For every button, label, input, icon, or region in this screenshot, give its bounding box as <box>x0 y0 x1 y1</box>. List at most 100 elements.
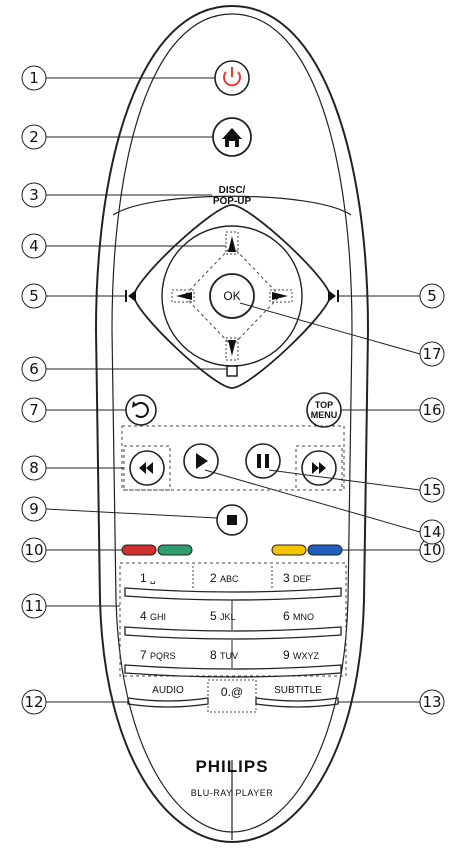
svg-text:10: 10 <box>422 541 441 559</box>
callouts: 1 2 3 4 5 5 6 7 8 9 10 10 11 12 13 14 15… <box>21 65 445 715</box>
key-1[interactable]: 1 ␣ <box>140 571 156 585</box>
audio-label: AUDIO <box>152 685 184 696</box>
callout-1: 1 <box>21 65 47 91</box>
svg-text:7: 7 <box>140 648 147 662</box>
svg-text:10: 10 <box>24 541 43 559</box>
callout-4: 4 <box>21 233 47 259</box>
callout-10-right: 10 <box>419 537 445 563</box>
options-icon <box>226 365 238 377</box>
stop-icon <box>227 515 237 525</box>
key-3[interactable]: 3 DEF <box>283 571 312 585</box>
forward-button[interactable] <box>295 445 343 491</box>
key-2[interactable]: 2 ABC <box>210 571 239 585</box>
audio-button[interactable]: AUDIO <box>127 685 209 708</box>
green-button[interactable] <box>157 544 193 556</box>
prev-button[interactable] <box>125 290 136 302</box>
svg-text:17: 17 <box>422 345 441 363</box>
brand-product: BLU-RAY PLAYER <box>191 788 274 798</box>
key-7[interactable]: 7 PQRS <box>140 648 176 662</box>
up-button[interactable] <box>225 231 239 255</box>
svg-text:1: 1 <box>29 69 39 87</box>
power-button[interactable] <box>214 60 250 96</box>
forward-icon <box>312 462 326 474</box>
svg-text:JKL: JKL <box>220 612 236 622</box>
callout-14: 14 <box>419 519 445 545</box>
callout-11: 11 <box>21 593 47 619</box>
callout-8: 8 <box>21 455 47 481</box>
callout-16: 16 <box>419 397 445 423</box>
svg-text:␣: ␣ <box>150 574 156 585</box>
rewind-button[interactable] <box>123 445 171 491</box>
right-arrow-icon <box>272 292 288 300</box>
svg-text:6: 6 <box>29 360 39 378</box>
up-arrow-icon <box>228 236 236 252</box>
stop-button[interactable] <box>216 504 248 536</box>
blue-button[interactable] <box>307 544 343 556</box>
svg-text:9: 9 <box>29 500 39 518</box>
svg-text:8: 8 <box>29 459 39 477</box>
svg-text:DEF: DEF <box>293 574 312 584</box>
play-button[interactable] <box>183 443 219 479</box>
svg-text:ABC: ABC <box>220 574 239 584</box>
callout-6: 6 <box>21 356 47 382</box>
keypad-outline <box>119 562 347 677</box>
right-button[interactable] <box>269 289 293 303</box>
key-9[interactable]: 9 WXYZ <box>283 648 320 662</box>
zero-label: 0.@ <box>221 685 243 699</box>
svg-text:11: 11 <box>24 597 43 615</box>
disc-popup-label-1[interactable]: DISC/ <box>219 185 246 196</box>
svg-text:4: 4 <box>29 237 39 255</box>
back-button[interactable] <box>125 394 157 426</box>
left-button[interactable] <box>171 289 195 303</box>
options-button[interactable] <box>226 365 238 377</box>
navigation-pad: OK <box>125 204 339 389</box>
callout-2: 2 <box>21 124 47 150</box>
callout-5-right: 5 <box>419 283 445 309</box>
svg-text:5: 5 <box>210 609 217 623</box>
rewind-icon <box>139 462 153 474</box>
top-menu-label-2: MENU <box>311 410 338 420</box>
left-arrow-icon <box>176 292 192 300</box>
svg-text:15: 15 <box>422 481 441 499</box>
ok-button[interactable]: OK <box>209 273 255 319</box>
callout-leaders <box>45 77 421 703</box>
callout-9: 9 <box>21 496 47 522</box>
key-4[interactable]: 4 GHI <box>140 609 166 623</box>
pause-button[interactable] <box>245 443 281 479</box>
key-6[interactable]: 6 MNO <box>283 609 314 623</box>
down-button[interactable] <box>225 337 239 361</box>
svg-text:8: 8 <box>210 648 217 662</box>
disc-popup-label-2[interactable]: POP-UP <box>213 196 252 207</box>
next-button[interactable] <box>328 290 339 302</box>
ok-label: OK <box>223 289 240 303</box>
key-0[interactable]: 0.@ <box>207 679 257 713</box>
svg-text:14: 14 <box>422 523 441 541</box>
svg-text:12: 12 <box>24 693 43 711</box>
callout-17: 17 <box>419 341 445 367</box>
subtitle-label: SUBTITLE <box>274 685 322 696</box>
svg-text:9: 9 <box>283 648 290 662</box>
callout-15: 15 <box>419 477 445 503</box>
svg-text:GHI: GHI <box>150 612 166 622</box>
next-icon <box>328 290 339 302</box>
svg-text:2: 2 <box>210 571 217 585</box>
playback-group-outline <box>121 425 345 491</box>
home-icon <box>222 128 242 147</box>
top-menu-label-1: TOP <box>315 400 333 410</box>
yellow-button[interactable] <box>271 544 307 556</box>
svg-text:2: 2 <box>29 128 39 146</box>
key-8[interactable]: 8 TUV <box>210 648 238 662</box>
top-menu-button[interactable]: TOP MENU <box>306 392 342 428</box>
remote-body <box>94 4 370 844</box>
callout-5-left: 5 <box>21 283 47 309</box>
svg-text:16: 16 <box>422 401 441 419</box>
callout-13: 13 <box>419 689 445 715</box>
red-button[interactable] <box>121 544 157 556</box>
svg-text:PQRS: PQRS <box>150 651 176 661</box>
home-button[interactable] <box>212 117 252 157</box>
svg-text:13: 13 <box>422 693 441 711</box>
svg-text:TUV: TUV <box>220 651 238 661</box>
callout-7: 7 <box>21 397 47 423</box>
subtitle-button[interactable]: SUBTITLE <box>255 685 339 708</box>
key-5[interactable]: 5 JKL <box>210 609 236 623</box>
